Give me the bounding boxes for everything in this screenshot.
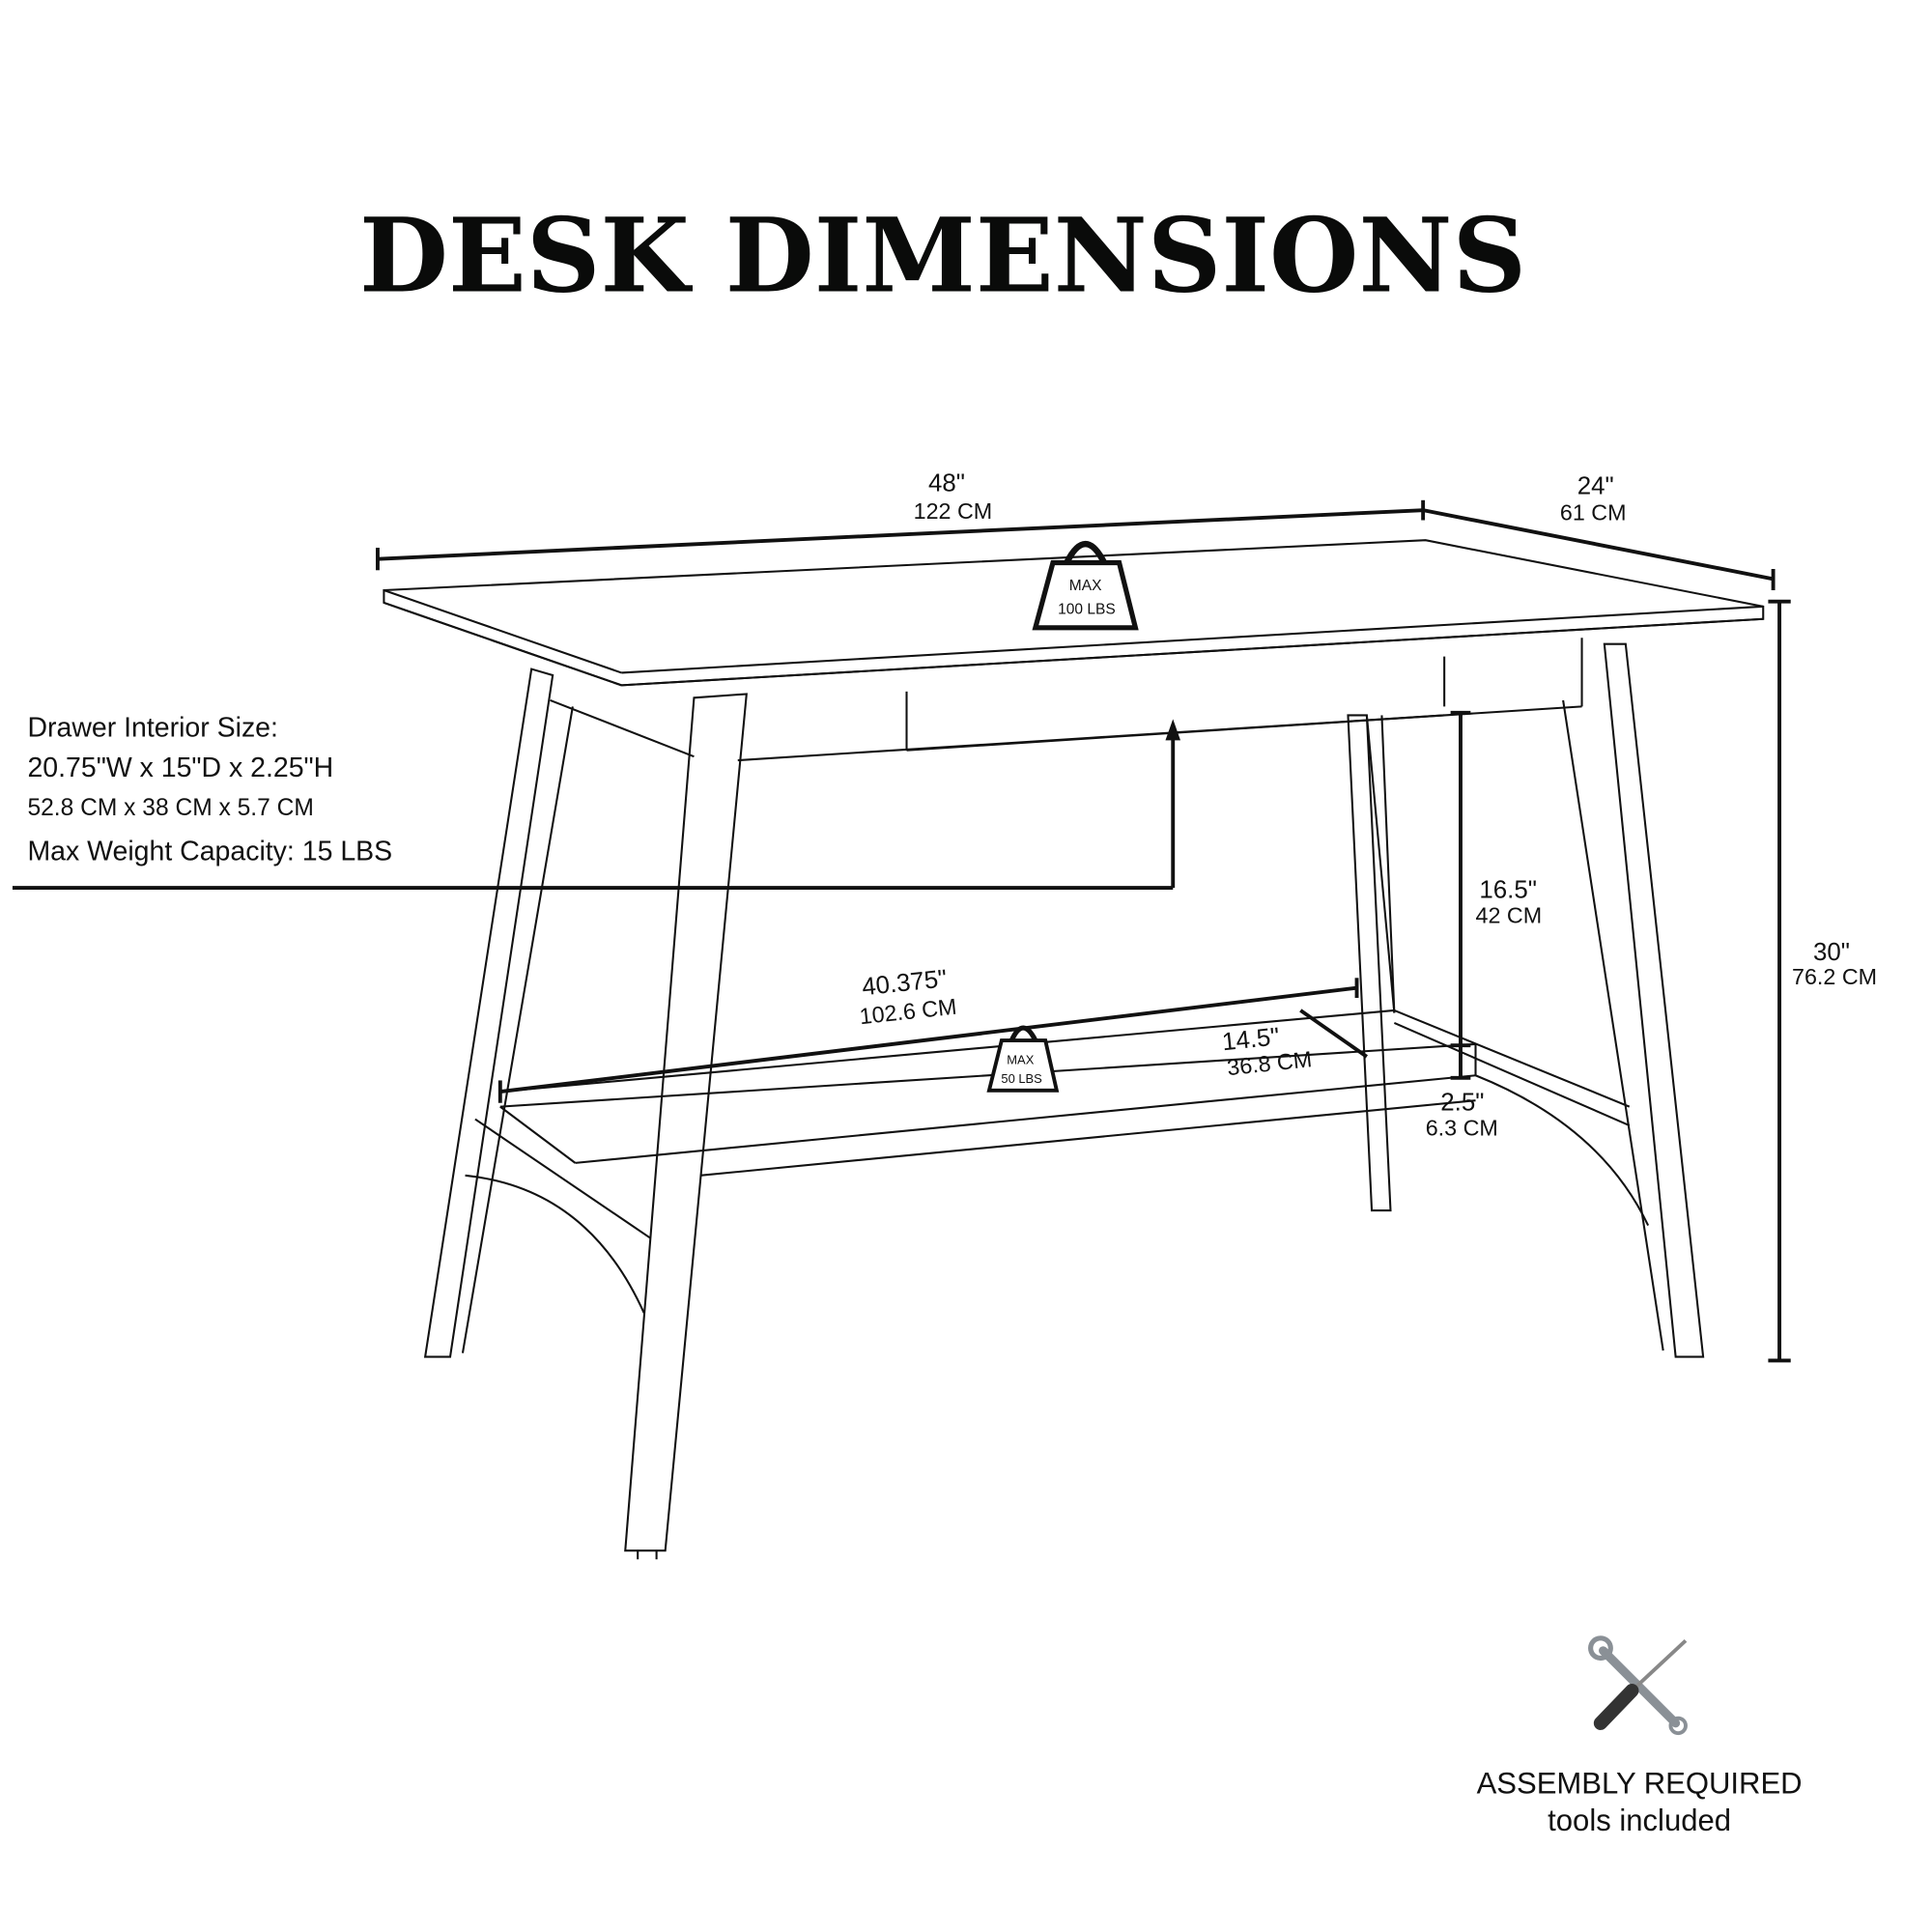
shelf-thickness-cm: 6.3 CM (1426, 1115, 1498, 1140)
shelf-depth-inches: 14.5" (1221, 1023, 1281, 1056)
dimension-lines (12, 499, 1791, 1363)
width-cm: 122 CM (914, 498, 993, 524)
height-cm: 76.2 CM (1792, 964, 1877, 989)
drawer-heading: Drawer Interior Size: (27, 712, 277, 743)
svg-text:50 LBS: 50 LBS (1001, 1071, 1042, 1086)
drawer-capacity: Max Weight Capacity: 15 LBS (27, 837, 392, 867)
weight-icon-shelf: MAX 50 LBS (986, 1025, 1060, 1093)
assembly-required: ASSEMBLY REQUIRED (1477, 1766, 1803, 1800)
tools-included: tools included (1548, 1804, 1731, 1837)
drawer-imperial: 20.75"W x 15"D x 2.25"H (27, 753, 333, 783)
tools-icon (1588, 1635, 1688, 1736)
clearance-cm: 42 CM (1476, 902, 1543, 927)
svg-text:MAX: MAX (1007, 1053, 1034, 1067)
height-inches: 30" (1813, 939, 1850, 966)
desk-drawing (383, 539, 1765, 1560)
weight-icon-top: MAX 100 LBS (1032, 541, 1139, 631)
clearance-inches: 16.5" (1479, 876, 1537, 903)
drawer-metric: 52.8 CM x 38 CM x 5.7 CM (27, 795, 313, 821)
svg-text:MAX: MAX (1069, 578, 1102, 594)
shelf-thickness-inches: 2.5" (1440, 1090, 1484, 1117)
page-title: DESK DIMENSIONS (359, 196, 1526, 317)
svg-text:100 LBS: 100 LBS (1058, 602, 1116, 618)
depth-inches: 24" (1577, 472, 1614, 499)
width-inches: 48" (928, 470, 965, 497)
depth-cm: 61 CM (1560, 500, 1627, 526)
